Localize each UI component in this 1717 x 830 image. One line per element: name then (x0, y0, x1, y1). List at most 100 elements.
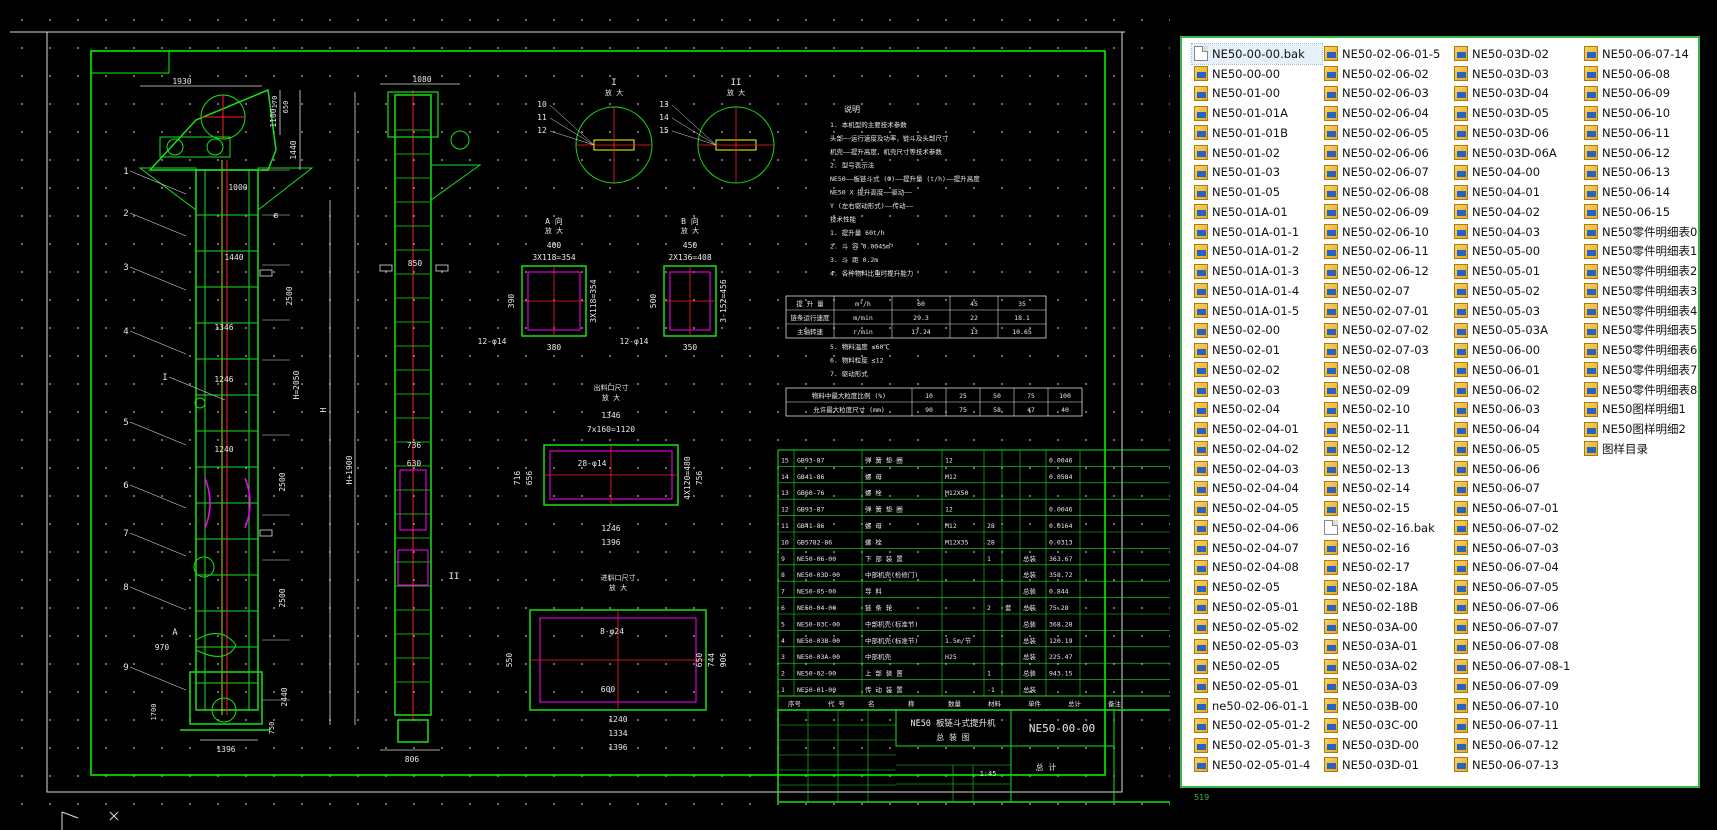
file-item[interactable]: NE50-04-02 (1452, 202, 1582, 222)
file-item[interactable]: NE50-02-05-01-3 (1192, 735, 1322, 755)
file-item[interactable]: NE50-01A-01 (1192, 202, 1322, 222)
file-item[interactable]: NE50-02-15 (1322, 498, 1452, 518)
file-item[interactable]: NE50-02-07-01 (1322, 301, 1452, 321)
file-item[interactable]: NE50-02-04-08 (1192, 558, 1322, 578)
file-item[interactable]: NE50-06-02 (1452, 380, 1582, 400)
file-item[interactable]: NE50-06-07-13 (1452, 755, 1582, 775)
file-item[interactable]: NE50-06-11 (1582, 123, 1712, 143)
cad-drawing[interactable]: 1930H+1900H144011006501701000B1440134612… (0, 0, 1170, 830)
file-item[interactable]: NE50零件明细表3 (1582, 281, 1712, 301)
file-item[interactable]: NE50-06-03 (1452, 400, 1582, 420)
file-item[interactable]: NE50-04-01 (1452, 182, 1582, 202)
file-item[interactable]: NE50-04-03 (1452, 222, 1582, 242)
file-item[interactable]: NE50-03D-04 (1452, 84, 1582, 104)
file-item[interactable]: NE50-06-01 (1452, 360, 1582, 380)
file-item[interactable]: NE50-02-05 (1192, 577, 1322, 597)
file-item[interactable]: NE50-03B-00 (1322, 696, 1452, 716)
file-item[interactable]: ne50-02-06-01-1 (1192, 696, 1322, 716)
file-item[interactable]: NE50-02-18A (1322, 577, 1452, 597)
file-item[interactable]: NE50-01-03 (1192, 163, 1322, 183)
file-item[interactable]: NE50-06-07-02 (1452, 518, 1582, 538)
file-item[interactable]: NE50-02-06-06 (1322, 143, 1452, 163)
file-item[interactable]: NE50-01A-01-1 (1192, 222, 1322, 242)
file-item[interactable]: 图样目录 (1582, 439, 1712, 459)
file-item[interactable]: NE50-02-07-02 (1322, 321, 1452, 341)
file-item[interactable]: NE50-06-07-10 (1452, 696, 1582, 716)
file-item[interactable]: NE50-02-06-07 (1322, 163, 1452, 183)
file-item[interactable]: NE50-06-09 (1582, 84, 1712, 104)
file-item[interactable]: NE50-02-16.bak (1322, 518, 1452, 538)
file-item[interactable]: NE50-06-07-05 (1452, 577, 1582, 597)
file-item[interactable]: NE50-05-01 (1452, 261, 1582, 281)
file-item[interactable]: NE50-02-06-10 (1322, 222, 1452, 242)
file-item[interactable]: NE50图样明细2 (1582, 419, 1712, 439)
file-item[interactable]: NE50-02-07-03 (1322, 340, 1452, 360)
file-item[interactable]: NE50-01A-01-5 (1192, 301, 1322, 321)
file-item[interactable]: NE50-01-01A (1192, 103, 1322, 123)
file-item[interactable]: NE50-06-05 (1452, 439, 1582, 459)
file-item[interactable]: NE50-00-00.bak (1191, 43, 1323, 65)
file-item[interactable]: NE50-02-00 (1192, 321, 1322, 341)
file-item[interactable]: NE50-06-00 (1452, 340, 1582, 360)
file-item[interactable]: NE50-06-07-03 (1452, 538, 1582, 558)
file-item[interactable]: NE50-06-08 (1582, 64, 1712, 84)
file-item[interactable]: NE50-06-07-08 (1452, 637, 1582, 657)
file-item[interactable]: NE50-06-07-07 (1452, 617, 1582, 637)
file-item[interactable]: NE50-05-03 (1452, 301, 1582, 321)
file-item[interactable]: NE50-06-07-01 (1452, 498, 1582, 518)
file-item[interactable]: NE50-06-15 (1582, 202, 1712, 222)
file-item[interactable]: NE50-02-06-09 (1322, 202, 1452, 222)
file-item[interactable]: NE50-02-08 (1322, 360, 1452, 380)
file-item[interactable]: NE50-06-07-06 (1452, 597, 1582, 617)
file-item[interactable]: NE50-01-02 (1192, 143, 1322, 163)
file-item[interactable]: NE50-03D-06A (1452, 143, 1582, 163)
file-item[interactable]: NE50零件明细表4 (1582, 301, 1712, 321)
file-item[interactable]: NE50-06-07 (1452, 479, 1582, 499)
file-item[interactable]: NE50-02-04-06 (1192, 518, 1322, 538)
file-item[interactable]: NE50-06-07-14 (1582, 44, 1712, 64)
file-item[interactable]: NE50-02-06-12 (1322, 261, 1452, 281)
file-item[interactable]: NE50-06-07-11 (1452, 716, 1582, 736)
file-item[interactable]: NE50-03D-03 (1452, 64, 1582, 84)
file-item[interactable]: NE50-02-04-04 (1192, 479, 1322, 499)
file-item[interactable]: NE50-02-16 (1322, 538, 1452, 558)
file-item[interactable]: NE50-06-06 (1452, 459, 1582, 479)
file-item[interactable]: NE50-02-03 (1192, 380, 1322, 400)
file-item[interactable]: NE50-02-13 (1322, 459, 1452, 479)
file-item[interactable]: NE50零件明细表8 (1582, 380, 1712, 400)
file-item[interactable]: NE50-02-04-07 (1192, 538, 1322, 558)
file-item[interactable]: NE50-01-01B (1192, 123, 1322, 143)
file-item[interactable]: NE50零件明细表1 (1582, 242, 1712, 262)
file-item[interactable]: NE50-03A-00 (1322, 617, 1452, 637)
file-item[interactable]: NE50-00-00 (1192, 64, 1322, 84)
file-item[interactable]: NE50-06-14 (1582, 182, 1712, 202)
file-item[interactable]: NE50-02-04-01 (1192, 419, 1322, 439)
file-item[interactable]: NE50-02-04-03 (1192, 459, 1322, 479)
file-item[interactable]: NE50-02-05-01 (1192, 676, 1322, 696)
file-item[interactable]: NE50-02-05-01-4 (1192, 755, 1322, 775)
file-item[interactable]: NE50-02-04-02 (1192, 439, 1322, 459)
file-item[interactable]: NE50-02-04 (1192, 400, 1322, 420)
file-item[interactable]: NE50-03A-02 (1322, 656, 1452, 676)
file-item[interactable]: NE50-02-05-02 (1192, 617, 1322, 637)
file-item[interactable]: NE50-02-09 (1322, 380, 1452, 400)
file-item[interactable]: NE50-02-05-03 (1192, 637, 1322, 657)
file-item[interactable]: NE50-02-14 (1322, 479, 1452, 499)
file-item[interactable]: NE50-02-18B (1322, 597, 1452, 617)
file-item[interactable]: NE50-03D-02 (1452, 44, 1582, 64)
file-item[interactable]: NE50零件明细表5 (1582, 321, 1712, 341)
file-item[interactable]: NE50-02-01 (1192, 340, 1322, 360)
file-item[interactable]: NE50图样明细1 (1582, 400, 1712, 420)
file-item[interactable]: NE50-03D-05 (1452, 103, 1582, 123)
file-item[interactable]: NE50-06-07-12 (1452, 735, 1582, 755)
file-item[interactable]: NE50零件明细表7 (1582, 360, 1712, 380)
file-item[interactable]: NE50-06-04 (1452, 419, 1582, 439)
file-item[interactable]: NE50-02-06-08 (1322, 182, 1452, 202)
file-item[interactable]: NE50-02-17 (1322, 558, 1452, 578)
file-item[interactable]: NE50-01A-01-4 (1192, 281, 1322, 301)
file-item[interactable]: NE50-02-06-02 (1322, 64, 1452, 84)
file-item[interactable]: NE50-01A-01-2 (1192, 242, 1322, 262)
file-item[interactable]: NE50-02-07 (1322, 281, 1452, 301)
